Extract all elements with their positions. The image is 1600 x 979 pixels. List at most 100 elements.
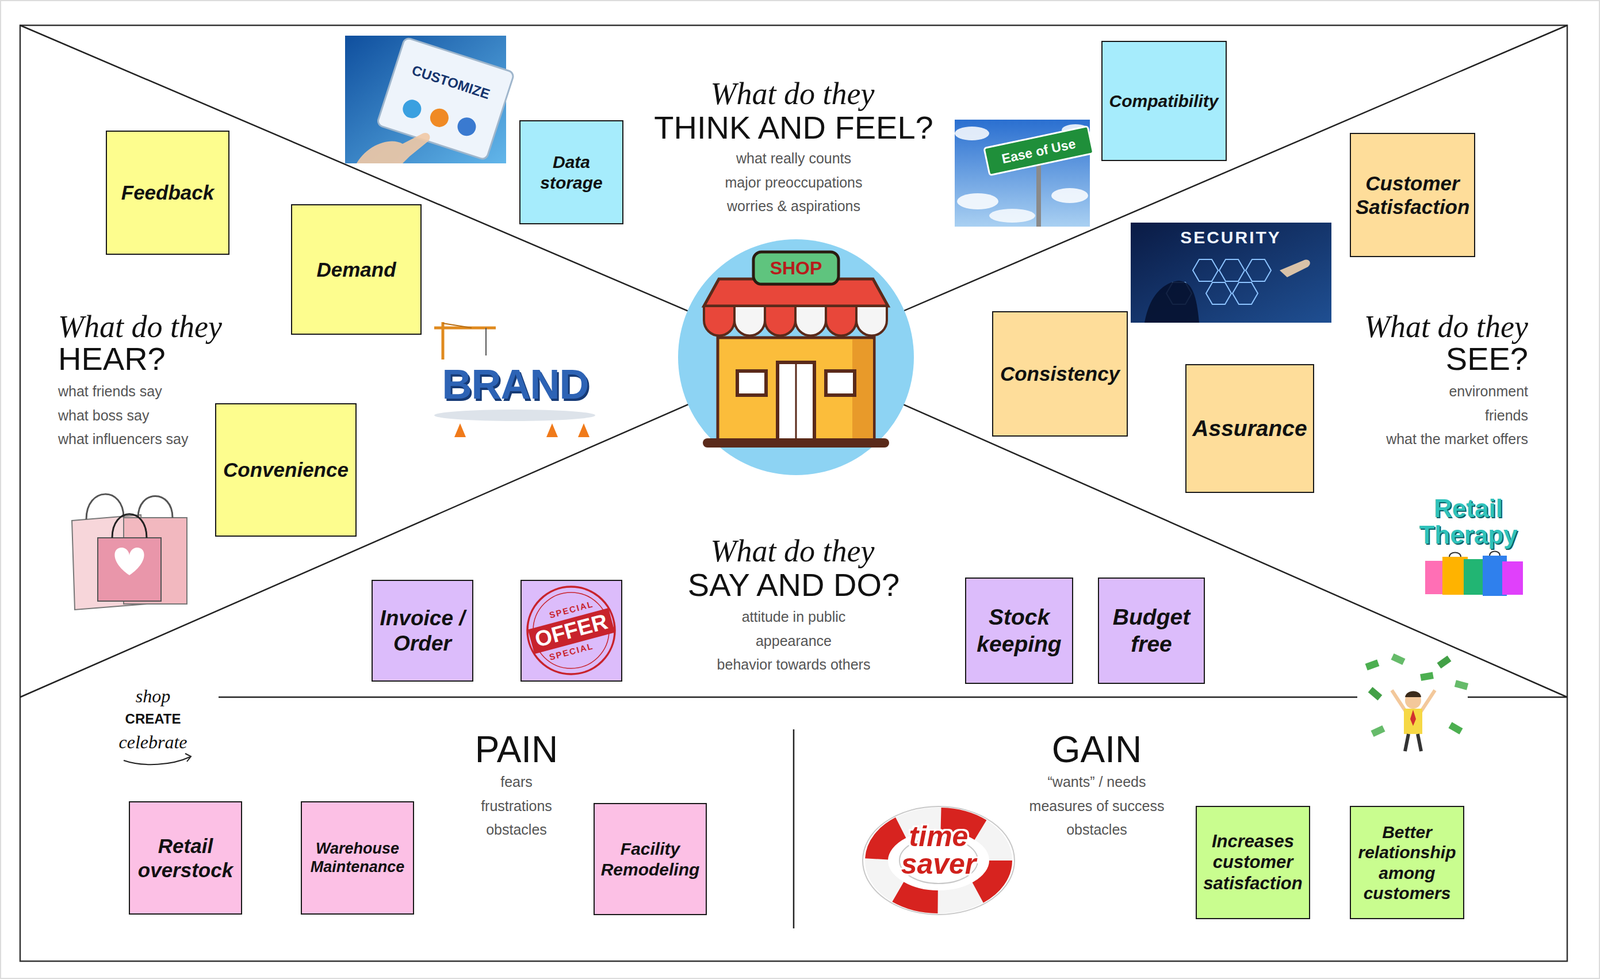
label-box: obstacles [485, 821, 547, 838]
logo-text: shop [135, 685, 171, 707]
label-box: obstacles [1066, 821, 1128, 838]
shop-icon [678, 239, 914, 476]
prompt-text: what boss say [58, 407, 149, 424]
section-heading: HEAR? [58, 340, 166, 378]
map-frame [20, 25, 1568, 962]
brand-crane [434, 322, 596, 438]
sticky-note: Warehouse Maintenance [300, 801, 415, 915]
security-photo [1219, 259, 1245, 282]
sticky-note: Assurance [1185, 364, 1315, 493]
image-caption: Retail Therapy [1402, 495, 1535, 549]
heading-script: What do they [58, 308, 222, 345]
brand-crane [485, 327, 487, 356]
security-photo [1144, 280, 1200, 323]
prompt-text: appearance [755, 632, 832, 650]
section-heading: THINK AND FEEL? [653, 109, 933, 147]
sticky-note: Better relationship among customers [1349, 805, 1465, 920]
ease-of-use-photo [1036, 161, 1041, 227]
label-box: frustrations [480, 797, 553, 815]
prompt-text: fears [500, 773, 533, 791]
shopping-bags [138, 496, 173, 519]
sticky-note: Convenience [215, 403, 357, 537]
quadrant-lines [218, 696, 1358, 699]
quadrant-lines [20, 357, 796, 698]
shop-icon [825, 370, 855, 396]
prompt-text: behavior towards others [717, 656, 871, 673]
label-box: fears [500, 773, 533, 791]
label-box: SECURITY [1180, 227, 1282, 248]
label-box: measures of success [1029, 797, 1165, 815]
money-figure [1365, 653, 1469, 752]
shop-sign-text: SHOP [770, 257, 823, 279]
shopping-bags [112, 514, 147, 538]
security-photo [1192, 259, 1219, 282]
label-box: what the market offers [1386, 430, 1529, 448]
security-photo [1279, 259, 1311, 278]
ease-of-use-photo [954, 126, 990, 141]
sticky-note: Stock keeping [965, 577, 1074, 684]
note-text: Compatibility [1108, 90, 1219, 111]
security-photo [1206, 282, 1232, 305]
label-box: celebrate [118, 731, 187, 753]
label-box: HEAR? [58, 340, 166, 378]
ease-of-use-photo [989, 208, 1036, 223]
logo-text: CREATE [125, 710, 182, 727]
note-text: Warehouse Maintenance [306, 839, 409, 877]
note-text: Increases customer satisfaction [1201, 831, 1305, 895]
label-box: BRAND [442, 360, 589, 409]
shopping-bags [86, 494, 124, 520]
section-heading: SEE? [1445, 340, 1529, 378]
offer-stamp-note: SPECIALOFFERSPECIAL [520, 579, 623, 682]
security-photo [1130, 222, 1332, 323]
brand-crane [578, 423, 590, 438]
note-text: Facility Remodeling [599, 838, 702, 880]
logo-swoosh [185, 753, 191, 762]
shop-icon [734, 305, 765, 336]
prompt-text: measures of success [1029, 797, 1165, 815]
label-box: Ease of Use [1000, 136, 1077, 167]
money-figure [1365, 659, 1380, 671]
money-figure [1405, 691, 1422, 698]
section-heading: GAIN [1051, 728, 1142, 772]
note-text: Data storage [525, 151, 618, 193]
prompt-text: what friends say [58, 383, 163, 400]
label-box: time saver [872, 823, 1005, 878]
quadrant-lines [20, 25, 1568, 929]
label-box: what really counts [736, 150, 852, 167]
image-caption: time saver [872, 823, 1005, 878]
label-box: What do they [58, 308, 222, 345]
brand-crane [442, 323, 472, 328]
money-figure [1370, 725, 1385, 737]
money-figure [1454, 679, 1469, 690]
label-box: PAIN [475, 728, 559, 772]
money-figure [1417, 733, 1422, 752]
prompt-text: environment [1448, 383, 1529, 400]
ease-of-use-photo [984, 125, 1094, 175]
prompt-text: what really counts [736, 150, 852, 167]
money-figure [1419, 671, 1434, 681]
retail-therapy-bags [1489, 551, 1500, 557]
quadrant-lines [793, 729, 795, 929]
label-box: “wants” / needs [1047, 773, 1147, 791]
sticky-note: Retail overstock [128, 801, 243, 915]
heading-script: What do they [710, 75, 875, 112]
label-box: SEE? [1445, 340, 1529, 378]
brand-crane [546, 423, 558, 438]
label-box: worries & aspirations [726, 197, 861, 215]
logo-swoosh [123, 753, 191, 765]
shop-icon [678, 239, 914, 476]
label-box: shop [135, 685, 171, 707]
sticky-note: Data storage [519, 120, 624, 225]
money-figure [1410, 709, 1416, 726]
prompt-text: “wants” / needs [1047, 773, 1147, 791]
label-box: behavior towards others [717, 656, 871, 673]
customize-photo [454, 115, 478, 139]
label-box: What do they [710, 533, 875, 569]
label-box: SAY AND DO? [687, 566, 900, 604]
note-text: Budget free [1103, 603, 1200, 657]
note-text: Demand [316, 257, 396, 282]
shopping-bags [97, 537, 162, 602]
